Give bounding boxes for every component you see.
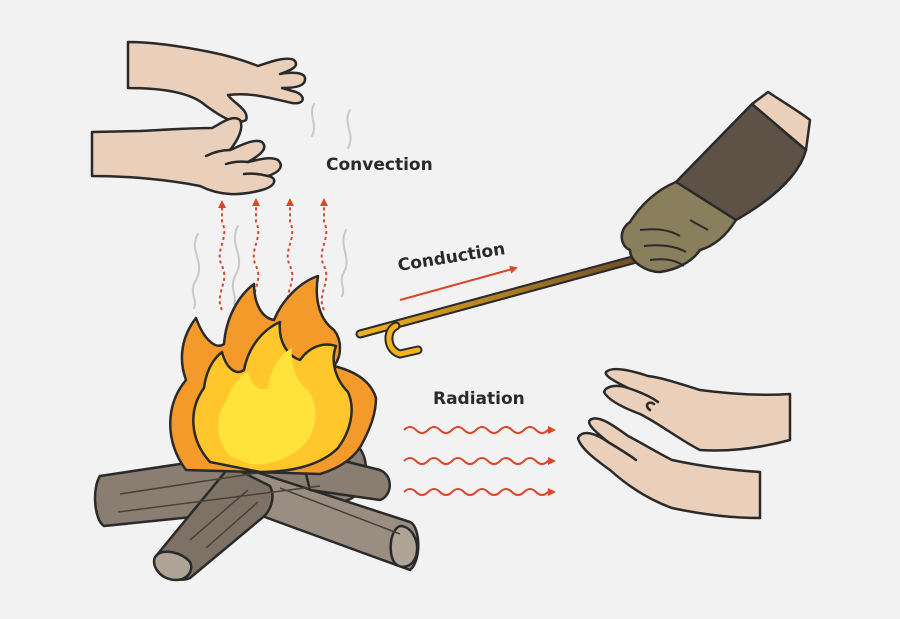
- upper-hand-bottom: [90, 116, 282, 196]
- convection-arrow-4: [320, 198, 328, 311]
- log-front-end: [152, 550, 193, 582]
- radiation-arrow-2: [403, 457, 556, 465]
- radiation-hands: [576, 367, 792, 520]
- convection-hands: [90, 40, 307, 196]
- steam-lines: [191, 103, 352, 309]
- convection-label: Convection: [326, 155, 433, 175]
- gloved-hand: [620, 90, 812, 274]
- sleeve-cuff: [750, 90, 812, 152]
- radiation-label: Radiation: [433, 389, 525, 409]
- radiation-arrows: [403, 426, 556, 496]
- convection-arrow-1: [218, 200, 226, 311]
- flame-core: [218, 348, 316, 465]
- conduction-arrow: [399, 265, 518, 301]
- campfire-flames: [169, 274, 378, 476]
- upper-hand-top: [126, 40, 307, 123]
- radiation-arrow-1: [403, 426, 556, 434]
- glove: [620, 180, 738, 274]
- radiation-arrow-3: [403, 488, 556, 496]
- log-right-end: [389, 524, 419, 569]
- conduction-poker: [355, 253, 645, 359]
